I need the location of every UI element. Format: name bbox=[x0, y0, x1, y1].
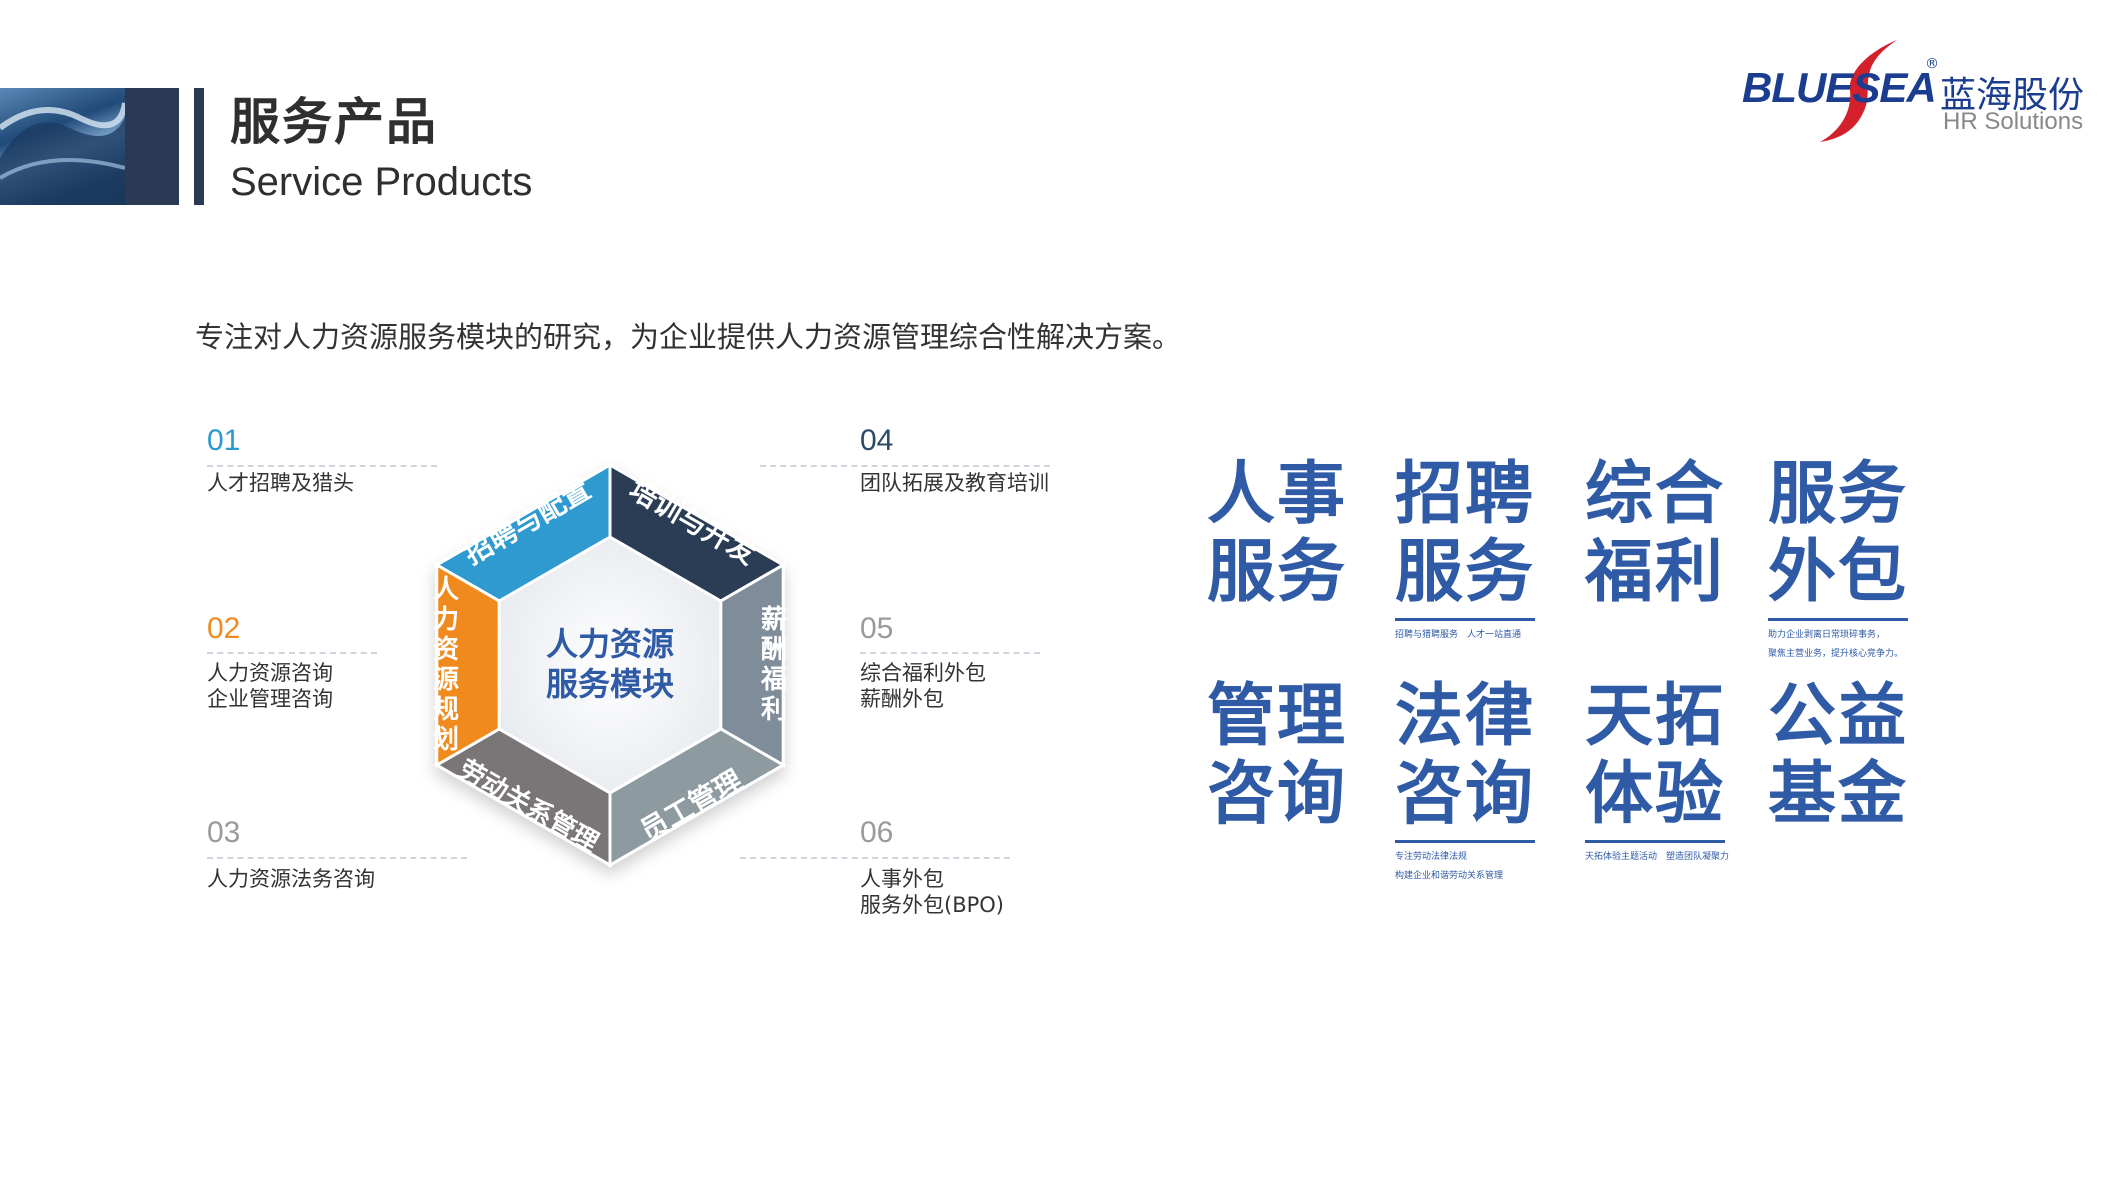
service-word-line-1: 服务 bbox=[1768, 455, 1909, 534]
company-logo bbox=[1742, 30, 2082, 150]
item-05-divider bbox=[860, 652, 1040, 654]
item-06-text-2: 服务外包(BPO) bbox=[860, 893, 1004, 917]
service-word-line-2: 基金 bbox=[1768, 755, 1909, 834]
service-item: 法律咨询专注劳动法律法规构建企业和谐劳动关系管理 bbox=[1395, 678, 1535, 881]
item-05-text-2: 薪酬外包 bbox=[860, 687, 944, 711]
item-03-text: 人力资源法务咨询 bbox=[207, 867, 375, 891]
item-04-text: 团队拓展及教育培训 bbox=[860, 471, 1049, 495]
service-underline bbox=[1768, 618, 1908, 621]
title-accent-bar bbox=[194, 88, 204, 205]
service-word-line-1: 综合 bbox=[1585, 455, 1726, 534]
item-01-number: 01 bbox=[207, 424, 241, 457]
service-word-line-2: 体验 bbox=[1585, 755, 1726, 834]
logo-registered: ® bbox=[1925, 56, 1939, 72]
service-caption: 天拓体验主题活动 塑造团队凝聚力 bbox=[1585, 852, 1730, 862]
service-item: 综合福利 bbox=[1585, 456, 1725, 612]
item-04-number: 04 bbox=[860, 424, 894, 457]
service-caption: 聚焦主营业务，提升核心竞争力。 bbox=[1768, 649, 1904, 659]
service-caption: 专注劳动法律法规 bbox=[1395, 852, 1468, 862]
service-caption: 招聘与猎聘服务 人才一站直通 bbox=[1395, 630, 1522, 640]
hexagon-segment-label-3: 薪酬福利 bbox=[760, 605, 787, 725]
service-underline bbox=[1585, 840, 1725, 843]
service-caption: 构建企业和谐劳动关系管理 bbox=[1395, 871, 1504, 881]
logo-subtitle: HR Solutions bbox=[1943, 108, 2084, 135]
item-06-number: 06 bbox=[860, 816, 894, 849]
service-item: 管理咨询 bbox=[1207, 678, 1347, 834]
item-02-text-2: 企业管理咨询 bbox=[207, 687, 333, 711]
item-05-number: 05 bbox=[860, 612, 894, 645]
service-word-line-1: 法律 bbox=[1395, 677, 1536, 756]
header-dark-block bbox=[125, 88, 179, 205]
item-01-text: 人才招聘及猎头 bbox=[207, 471, 354, 495]
header-wave-image bbox=[0, 88, 125, 205]
service-underline bbox=[1395, 618, 1535, 621]
service-word-line-2: 外包 bbox=[1768, 533, 1909, 612]
logo-swoosh-icon bbox=[1820, 40, 1897, 142]
item-05-text-1: 综合福利外包 bbox=[860, 661, 986, 685]
service-word-line-2: 服务 bbox=[1207, 533, 1348, 612]
item-01-divider bbox=[207, 465, 437, 467]
service-word-line-1: 天拓 bbox=[1585, 677, 1726, 756]
item-06-divider bbox=[740, 857, 1010, 859]
item-02-divider bbox=[207, 652, 377, 654]
logo-text-en: BLUESEA bbox=[1742, 64, 1937, 111]
service-item: 人事服务 bbox=[1207, 456, 1347, 612]
hexagon-center bbox=[500, 539, 720, 791]
hexagon-center-line-1: 人力资源 bbox=[546, 625, 674, 663]
item-06-text-1: 人事外包 bbox=[860, 867, 944, 891]
service-word-line-2: 福利 bbox=[1585, 533, 1726, 612]
service-word-line-1: 招聘 bbox=[1395, 455, 1536, 534]
page-title-en: Service Products bbox=[230, 160, 533, 204]
service-word-line-1: 公益 bbox=[1768, 677, 1909, 756]
service-item: 天拓体验天拓体验主题活动 塑造团队凝聚力 bbox=[1585, 678, 1729, 862]
hexagon-segment-6 bbox=[435, 562, 501, 768]
item-03-divider bbox=[207, 857, 467, 859]
service-item: 公益基金 bbox=[1768, 678, 1908, 834]
service-word-line-2: 服务 bbox=[1395, 533, 1536, 612]
service-caption: 助力企业剥离日常琐碎事务， bbox=[1768, 630, 1886, 640]
hr-module-hexagon: 人力资源 服务模块 招聘与配置培训与开发薪酬福利员工管理劳动关系管理人力资源规划 bbox=[433, 462, 787, 868]
hexagon-center-line-2: 服务模块 bbox=[546, 665, 674, 703]
intro-text: 专注对人力资源服务模块的研究，为企业提供人力资源管理综合性解决方案。 bbox=[195, 320, 1182, 354]
logo-text-cn: 蓝海股份 bbox=[1940, 75, 2085, 116]
item-03-number: 03 bbox=[207, 816, 241, 849]
service-word-line-2: 咨询 bbox=[1207, 755, 1348, 834]
item-02-number: 02 bbox=[207, 612, 241, 645]
hexagon-segment-label-6: 人力资源规划 bbox=[433, 575, 459, 755]
service-item: 招聘服务招聘与猎聘服务 人才一站直通 bbox=[1395, 456, 1535, 640]
item-04-divider bbox=[760, 465, 1050, 467]
page-title-cn: 服务产品 bbox=[230, 93, 438, 151]
service-word-line-1: 人事 bbox=[1207, 455, 1348, 534]
service-word-line-1: 管理 bbox=[1207, 677, 1348, 756]
service-word-line-2: 咨询 bbox=[1395, 755, 1536, 834]
service-underline bbox=[1395, 840, 1535, 843]
service-item: 服务外包助力企业剥离日常琐碎事务， 聚焦主营业务，提升核心竞争力。 bbox=[1768, 456, 1908, 659]
item-02-text-1: 人力资源咨询 bbox=[207, 661, 333, 685]
